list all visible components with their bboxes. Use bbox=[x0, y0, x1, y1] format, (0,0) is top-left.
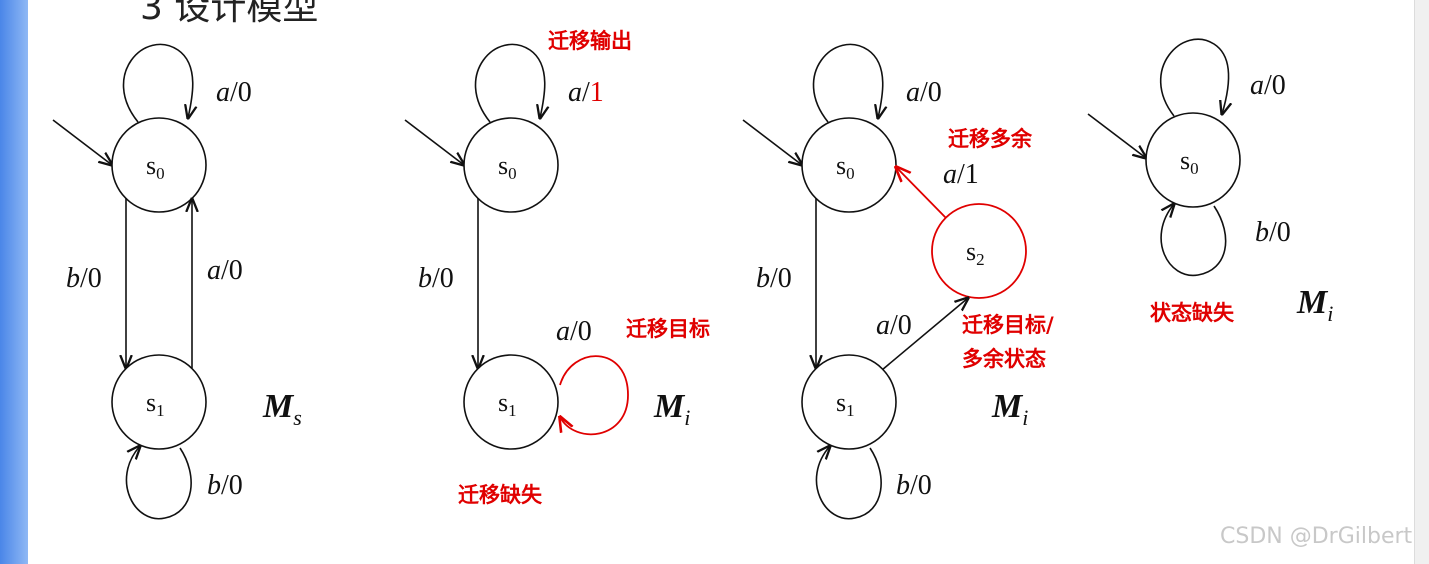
self-loop-s1-b bbox=[125, 446, 192, 520]
self-loop-s1-a-red bbox=[560, 355, 629, 436]
self-loop-s1-b bbox=[815, 446, 882, 520]
edge-s1-s2-a bbox=[881, 298, 968, 371]
svg-text:a/0: a/0 bbox=[1250, 70, 1286, 101]
edge-s2-s0-a-red bbox=[896, 167, 947, 219]
scrollbar[interactable] bbox=[1414, 0, 1429, 564]
self-loop-s0-a bbox=[812, 43, 883, 123]
machine-mi-3: a/0 s0 b/0 状态缺失 Mi bbox=[1087, 38, 1333, 326]
state-s0 bbox=[463, 117, 559, 213]
svg-text:a/0: a/0 bbox=[876, 310, 912, 341]
slide-title: 3 设计模型 bbox=[140, 0, 319, 28]
svg-text:a/0: a/0 bbox=[556, 316, 592, 347]
svg-text:a/0: a/0 bbox=[216, 77, 252, 108]
svg-text:a/0: a/0 bbox=[207, 255, 243, 286]
svg-text:Mi: Mi bbox=[991, 388, 1028, 430]
annotation-output-fault: 迁移输出 bbox=[548, 29, 632, 53]
initial-arrow-ms bbox=[52, 119, 112, 165]
state-s1 bbox=[801, 354, 897, 450]
state-s0 bbox=[111, 117, 207, 213]
svg-text:a/1: a/1 bbox=[568, 77, 604, 108]
initial-arrow-mi-1 bbox=[404, 119, 464, 165]
self-loop-s0-a bbox=[122, 43, 193, 123]
svg-text:s0: s0 bbox=[836, 151, 855, 183]
svg-text:s0: s0 bbox=[1180, 146, 1199, 178]
machine-mi-1: 迁移输出 a/1 s0 b/0 s1 a/0 迁移目标 迁移缺失 Mi bbox=[404, 29, 710, 507]
annotation-target-extra-state-line2: 多余状态 bbox=[962, 347, 1046, 371]
machine-ms: a/0 s0 b/0 a/0 s1 b/0 Ms bbox=[52, 43, 302, 520]
svg-text:s1: s1 bbox=[498, 388, 517, 420]
svg-text:s1: s1 bbox=[836, 388, 855, 420]
svg-text:b/0: b/0 bbox=[896, 470, 932, 501]
annotation-missing-state: 状态缺失 bbox=[1150, 301, 1235, 325]
initial-arrow-mi-3 bbox=[1087, 113, 1146, 158]
svg-text:b/0: b/0 bbox=[207, 470, 243, 501]
svg-text:a/0: a/0 bbox=[906, 77, 942, 108]
initial-arrow-mi-2 bbox=[742, 119, 802, 165]
svg-text:b/0: b/0 bbox=[1255, 217, 1291, 248]
state-s0 bbox=[1145, 112, 1241, 208]
annotation-target-extra-state-line1: 迁移目标/ bbox=[962, 313, 1054, 337]
svg-text:Mi: Mi bbox=[653, 388, 690, 430]
svg-text:s0: s0 bbox=[146, 151, 165, 183]
self-loop-s0-b bbox=[1160, 204, 1227, 277]
svg-text:b/0: b/0 bbox=[418, 263, 454, 294]
state-s1 bbox=[111, 354, 207, 450]
svg-text:a/1: a/1 bbox=[943, 159, 979, 190]
svg-text:Mi: Mi bbox=[1296, 284, 1333, 326]
svg-text:s2: s2 bbox=[966, 237, 985, 269]
machine-mi-2: a/0 s0 迁移多余 a/1 s2 b/0 a/0 迁移目标/ 多余状态 s1… bbox=[742, 43, 1054, 520]
self-loop-s0-a bbox=[474, 43, 545, 123]
svg-text:Ms: Ms bbox=[262, 388, 302, 430]
svg-text:s1: s1 bbox=[146, 388, 165, 420]
svg-text:s0: s0 bbox=[498, 151, 517, 183]
svg-text:b/0: b/0 bbox=[756, 263, 792, 294]
annotation-extra-transition: 迁移多余 bbox=[948, 127, 1033, 151]
annotation-target-fault: 迁移目标 bbox=[626, 317, 710, 341]
svg-text:b/0: b/0 bbox=[66, 263, 102, 294]
state-s2 bbox=[931, 203, 1027, 299]
state-s1 bbox=[463, 354, 559, 450]
slide-left-accent-bar bbox=[0, 0, 28, 564]
watermark: CSDN @DrGilbert bbox=[1220, 524, 1413, 549]
self-loop-s0-a bbox=[1160, 38, 1229, 116]
annotation-missing-transition: 迁移缺失 bbox=[458, 483, 543, 507]
